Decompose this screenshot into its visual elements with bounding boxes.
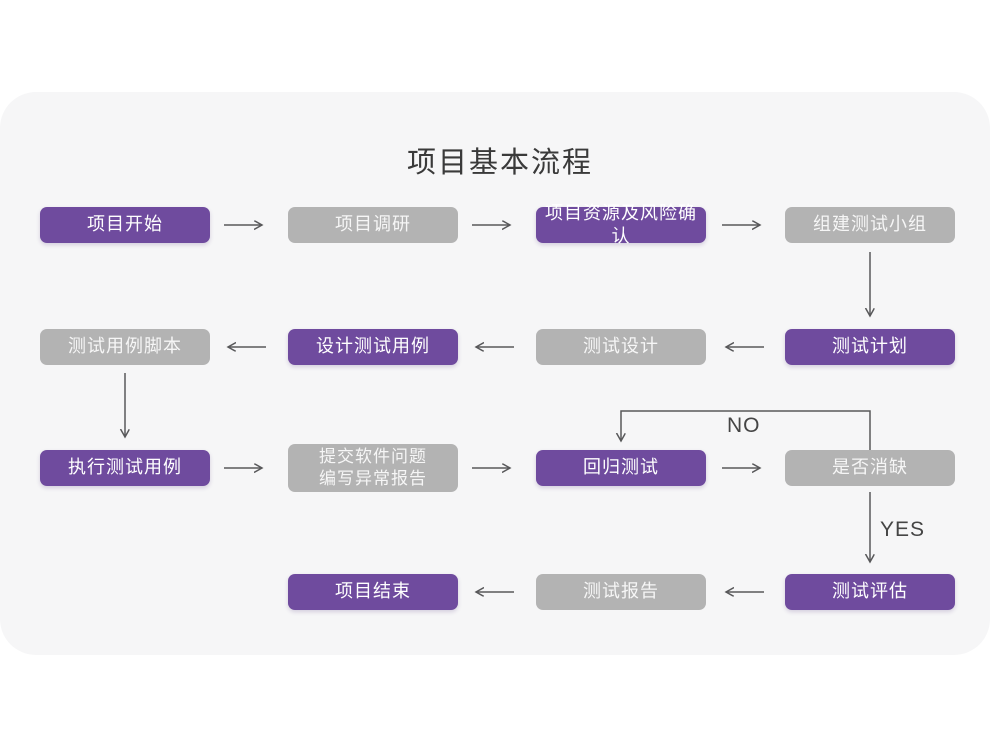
node-execute-test-cases: 执行测试用例 <box>40 450 210 486</box>
branch-label-no: NO <box>727 414 761 437</box>
branch-label-yes: YES <box>880 518 926 541</box>
node-design-test-cases: 设计测试用例 <box>288 329 458 365</box>
node-test-evaluation: 测试评估 <box>785 574 955 610</box>
node-test-report: 测试报告 <box>536 574 706 610</box>
page-title: 项目基本流程 <box>406 147 593 179</box>
node-defect-resolved: 是否消缺 <box>785 450 955 486</box>
node-test-design: 测试设计 <box>536 329 706 365</box>
node-project-research: 项目调研 <box>288 207 458 243</box>
flowchart-card <box>0 92 990 655</box>
node-build-test-team: 组建测试小组 <box>785 207 955 243</box>
node-test-case-scripts: 测试用例脚本 <box>40 329 210 365</box>
node-resources-risk-confirm: 项目资源及风险确认 <box>536 203 706 246</box>
node-submit-issue-report: 提交软件问题 编写异常报告 <box>288 444 458 492</box>
node-project-end: 项目结束 <box>288 574 458 610</box>
node-test-plan: 测试计划 <box>785 329 955 365</box>
node-project-start: 项目开始 <box>40 207 210 243</box>
node-regression-test: 回归测试 <box>536 450 706 486</box>
